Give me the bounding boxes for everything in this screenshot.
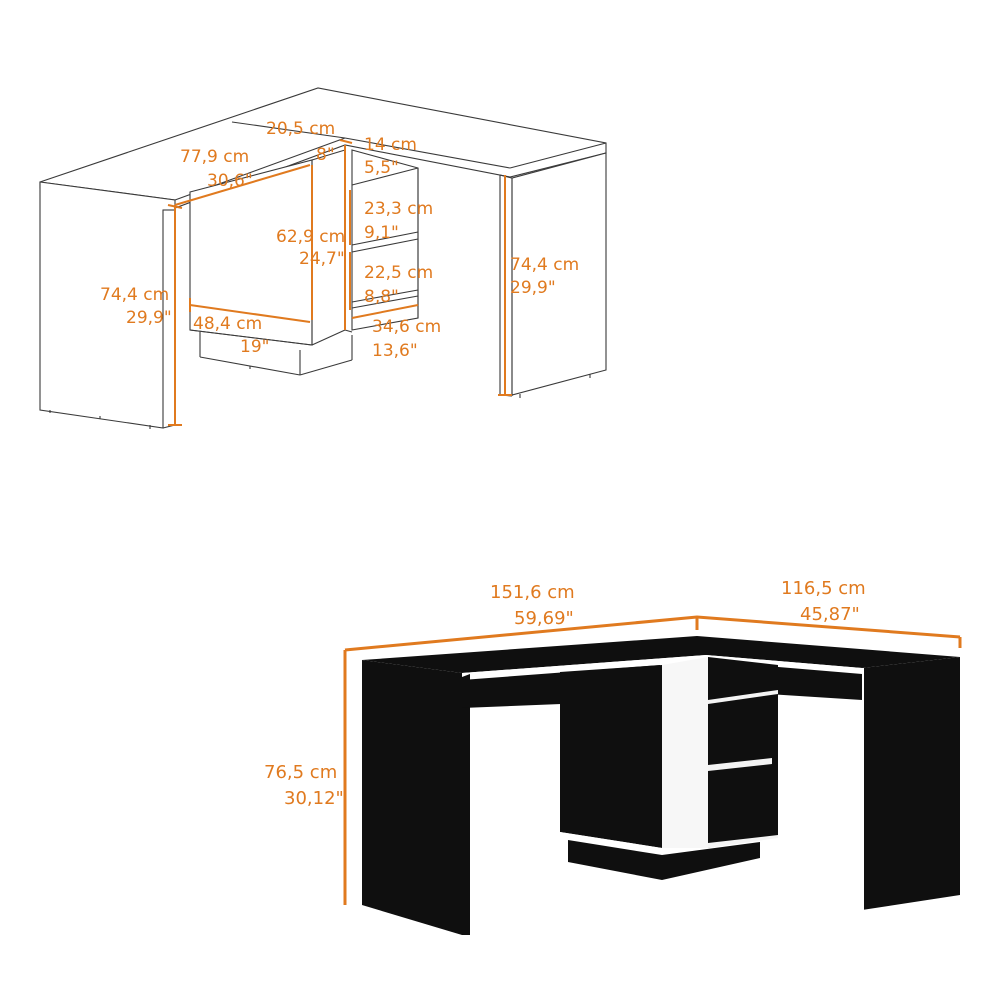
inner-width-in-label: 19" (240, 337, 269, 357)
render-shelf-unit (708, 657, 778, 848)
total-height-cm-label: 76,5 cm (264, 762, 337, 783)
open-height-cm-label: 62,9 cm (276, 227, 345, 247)
depth-cm-label: 34,6 cm (372, 317, 441, 337)
total-width-cm-label: 151,6 cm (490, 582, 575, 603)
inner-width-cm-label: 48,4 cm (193, 314, 262, 334)
technical-drawing (39, 87, 607, 429)
shelf2-height-in-label: 8,8" (364, 287, 399, 307)
render-left-leg (362, 660, 462, 935)
right-height-cm-label: 74,4 cm (510, 255, 579, 275)
left-height-in-label: 29,9" (126, 308, 172, 328)
render-right-leg (862, 657, 960, 910)
render-cabinet-inner-panel (662, 657, 708, 848)
right-height-in-label: 29,9" (510, 278, 556, 298)
depth-in-label: 13,6" (372, 341, 418, 361)
total-height-in-label: 30,12" (284, 788, 344, 809)
open-height-in-label: 24,7" (299, 249, 345, 269)
render-cabinet-body (560, 665, 662, 848)
total-width-in-label: 59,69" (514, 608, 574, 629)
top-width-in-label: 8" (316, 145, 335, 165)
desk-width-cm-label: 77,9 cm (180, 147, 249, 167)
render-desk-top (362, 636, 960, 673)
top-width-cm-label: 20,5 cm (266, 119, 335, 139)
shelf-width-cm-label: 14 cm (364, 135, 417, 155)
shelf-width-in-label: 5,5" (364, 158, 399, 178)
render-desk-edge (462, 655, 862, 679)
desk-width-in-label: 30,6" (207, 171, 253, 191)
product-render (343, 615, 962, 935)
shelf1-height-in-label: 9,1" (364, 223, 399, 243)
side-width-cm-label: 116,5 cm (781, 578, 866, 599)
left-height-cm-label: 74,4 cm (100, 285, 169, 305)
side-width-in-label: 45,87" (800, 604, 860, 625)
shelf1-height-cm-label: 23,3 cm (364, 199, 433, 219)
shelf2-height-cm-label: 22,5 cm (364, 263, 433, 283)
left-leg-panel (39, 181, 176, 429)
render-cabinet-base (568, 840, 760, 880)
